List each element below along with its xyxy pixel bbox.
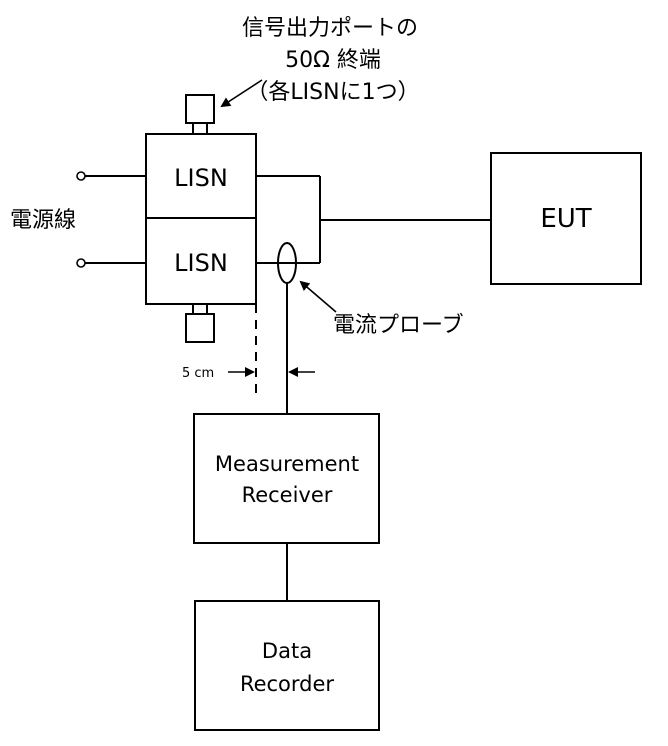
current-probe-label: 電流プローブ	[333, 313, 464, 338]
power-input-bottom-terminal	[76, 258, 86, 268]
terminator-bottom-connector	[192, 303, 208, 315]
terminator-top	[185, 94, 215, 124]
measurement-receiver-label-line1: Measurement	[215, 452, 359, 476]
data-recorder-box	[194, 600, 380, 731]
termination-annotation-line3: （各LISNに1つ）	[246, 80, 419, 105]
lisn-top-label: LISN	[174, 164, 228, 192]
termination-annotation-line2: 50Ω 終端	[285, 48, 381, 73]
termination-annotation-line1: 信号出力ポートの	[242, 16, 418, 41]
power-input-top-terminal	[76, 171, 86, 181]
measurement-receiver-box	[193, 413, 380, 544]
terminator-top-connector	[192, 122, 208, 135]
terminator-bottom	[185, 313, 215, 343]
lisn-bottom-label: LISN	[174, 249, 228, 277]
current-probe-arrow	[299, 280, 337, 313]
measurement-receiver-label-line2: Receiver	[242, 483, 333, 507]
eut-box	[490, 152, 642, 285]
power-line-label: 電源線	[10, 208, 76, 233]
data-recorder-label-line1: Data	[262, 639, 312, 663]
spacing-label: 5 cm	[182, 366, 214, 381]
termination-arrow	[220, 79, 263, 108]
data-recorder-label-line2: Recorder	[240, 672, 334, 696]
eut-label: EUT	[540, 204, 591, 234]
lisn-bottom-box	[145, 217, 257, 305]
